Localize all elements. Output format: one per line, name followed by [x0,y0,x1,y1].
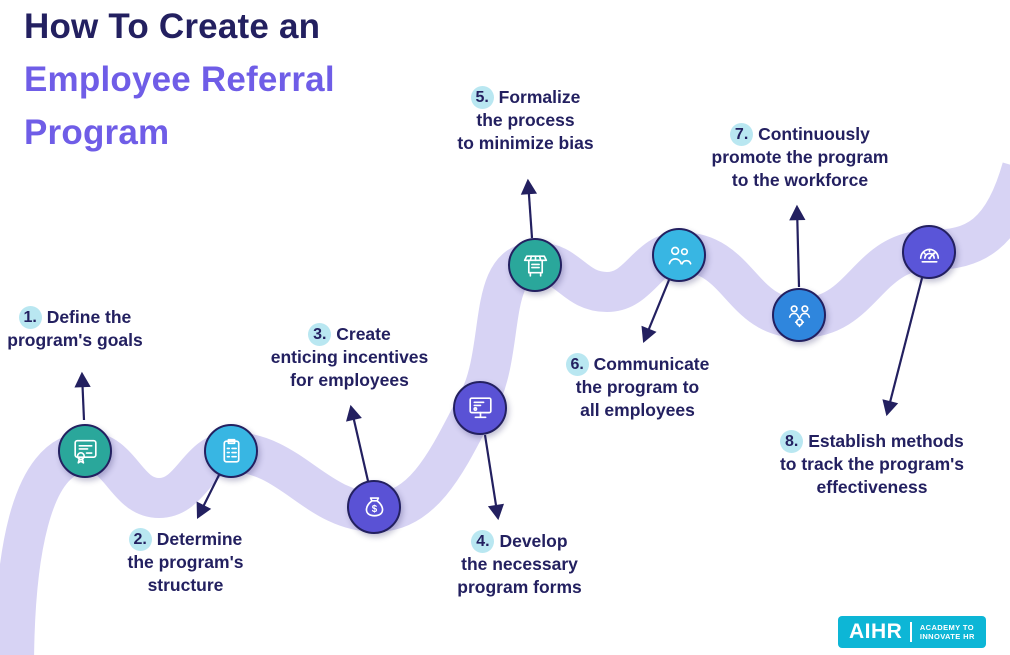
step-7-line2: promote the program [711,147,889,167]
logo-tagline: ACADEMY TO INNOVATE HR [920,623,975,641]
step-6-line3: all employees [580,400,695,420]
step-6-node [652,228,706,282]
step-8-node [902,225,956,279]
step-3-arrow [346,404,370,482]
page-title: How To Create an Employee Referral Progr… [24,0,335,159]
step-3-label: 3.Create enticing incentives for employe… [252,323,447,392]
tracking-icon [919,248,939,263]
step-2-line1: Determine [156,529,243,549]
logo-tagline-line1: ACADEMY TO [919,623,974,632]
step-5-node [508,238,562,292]
step-5-number-badge: 5. [470,86,494,109]
logo-divider [910,622,912,642]
step-5-line2: the process [476,110,575,130]
step-2-line3: structure [147,575,224,595]
step-1-number-badge: 1. [18,306,42,329]
logo-brand-text: AIHR [849,620,903,643]
step-8-line1: Establish methods [808,431,964,451]
step-3-line1: Create [336,324,391,344]
step-6-label: 6.Communicate the program to all employe… [545,353,730,422]
step-3-line3: for employees [290,370,409,390]
step-arrows [74,178,924,521]
step-2-line2: the program's [127,552,244,572]
incentives-icon: $ [365,496,383,517]
svg-text:$: $ [371,504,377,515]
step-8-arrow [882,277,924,417]
step-3-line2: enticing incentives [270,347,429,367]
step-4-line2: the necessary [461,554,578,574]
step-3-node: $ [347,480,401,534]
step-4-node [453,381,507,435]
step-4-line3: program forms [457,577,582,597]
journey-path-ribbon [0,162,1010,655]
step-6-line1: Communicate [593,354,710,374]
logo-tagline-line2: INNOVATE HR [919,632,975,641]
step-7-arrow [789,204,806,288]
step-2-arrow [196,474,220,519]
title-line-1: How To Create an [24,7,321,46]
step-4-arrow [483,434,504,521]
forms-icon [468,396,492,418]
step-6-line2: the program to [575,377,700,397]
step-7-node [772,288,826,342]
step-6-number-badge: 6. [565,353,589,376]
process-icon [523,254,547,277]
step-1-line1: Define the [46,307,132,327]
checklist-icon [222,438,240,463]
step-4-number-badge: 4. [471,530,495,553]
step-4-line1: Develop [499,531,568,551]
step-3-number-badge: 3. [308,323,332,346]
certificate-icon [73,439,97,464]
step-8-line2: to track the program's [779,454,965,474]
step-6-arrow [641,279,671,344]
step-2-number-badge: 2. [128,528,152,551]
step-5-line1: Formalize [498,87,581,107]
step-7-label: 7.Continuously promote the program to th… [690,123,910,192]
step-1-node [58,424,112,478]
step-5-line3: to minimize bias [457,133,594,153]
step-4-label: 4.Develop the necessary program forms [432,530,607,599]
step-1-arrow [74,371,91,421]
title-line-2: Employee Referral [24,60,335,99]
step-5-label: 5.Formalize the process to minimize bias [438,86,613,155]
promotion-icon [788,304,810,327]
step-7-line3: to the workforce [731,170,869,190]
title-line-3: Program [24,113,170,152]
step-8-label: 8.Establish methods to track the program… [758,430,986,499]
step-7-line1: Continuously [758,124,870,144]
aihr-logo: AIHR ACADEMY TO INNOVATE HR [838,616,986,648]
step-2-label: 2.Determine the program's structure [108,528,263,597]
step-8-number-badge: 8. [780,430,804,453]
step-1-line2: program's goals [7,330,143,350]
step-2-node [204,424,258,478]
employees-icon [668,246,691,265]
step-5-arrow [520,178,538,239]
step-8-line3: effectiveness [816,477,928,497]
step-7-number-badge: 7. [730,123,754,146]
step-1-label: 1.Define the program's goals [0,306,150,352]
